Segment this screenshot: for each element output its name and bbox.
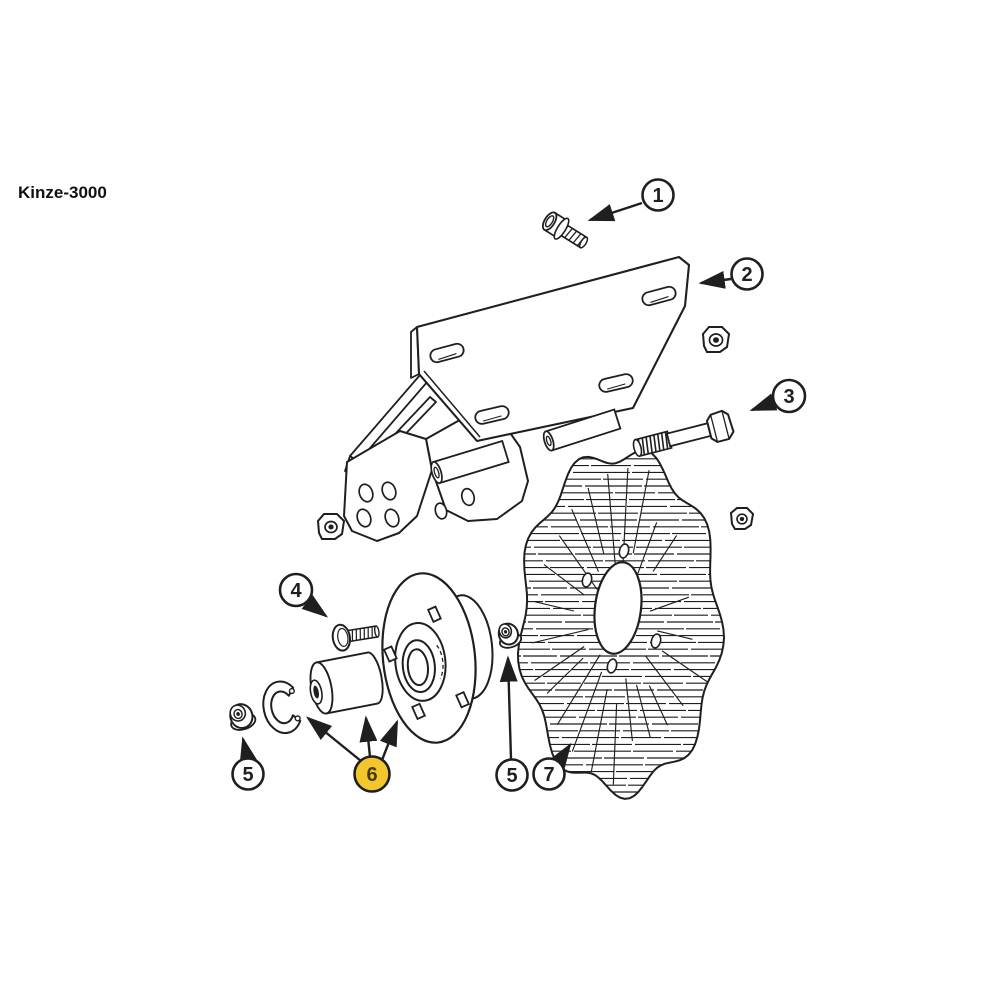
disc-radial-line bbox=[634, 522, 658, 583]
bushing bbox=[309, 651, 384, 715]
disc-radial-lines bbox=[531, 467, 709, 785]
disc-radial-line bbox=[607, 473, 617, 574]
disc-radial-line bbox=[648, 685, 669, 726]
callout-2-arrow bbox=[698, 270, 732, 289]
callout-5-right-circle bbox=[495, 758, 529, 792]
callout-5-right-label: 5 bbox=[506, 765, 517, 787]
disc-radial-line bbox=[534, 646, 585, 681]
callout-4: 4 bbox=[278, 572, 329, 618]
mounting-bracket-plate bbox=[410, 255, 691, 443]
callout-5-right-arrow bbox=[499, 655, 518, 760]
disc-radial-line bbox=[635, 684, 651, 738]
flange-nut-right bbox=[497, 622, 523, 649]
disc-radial-line bbox=[556, 654, 601, 725]
hub-assembly bbox=[381, 572, 494, 744]
disc-radial-line bbox=[632, 470, 650, 554]
disc-radial-line bbox=[645, 655, 684, 707]
callout-5-left-circle bbox=[231, 757, 265, 791]
hex-nut-arm bbox=[316, 513, 346, 540]
callout-2: 2 bbox=[698, 257, 764, 291]
callout-7: 7 bbox=[532, 742, 572, 791]
callout-6-arrow-hub bbox=[379, 719, 399, 761]
disc-radial-line bbox=[625, 678, 633, 742]
callout-6: 6 bbox=[305, 715, 399, 793]
hub-hidden-arc bbox=[436, 644, 444, 680]
arm-holes bbox=[356, 481, 476, 528]
bolt3-head bbox=[705, 409, 735, 443]
disc-bolt-holes bbox=[581, 543, 662, 674]
flange-nut-left bbox=[229, 703, 257, 731]
disc-radial-line bbox=[590, 688, 608, 773]
callout-3-arrow bbox=[749, 393, 778, 412]
callout-3-label: 3 bbox=[783, 386, 794, 408]
plate-face bbox=[415, 255, 691, 443]
carriage-bolt bbox=[331, 623, 380, 652]
callout-6-arrow-bushing bbox=[359, 715, 378, 758]
callouts: 1 2 3 4 5 bbox=[231, 178, 807, 793]
callout-1-arrow bbox=[587, 201, 643, 222]
long-hex-bolt bbox=[632, 409, 735, 458]
callout-4-label: 4 bbox=[290, 580, 302, 602]
callout-7-label: 7 bbox=[543, 764, 554, 786]
disc-radial-line bbox=[534, 601, 575, 612]
callout-1-label: 1 bbox=[652, 185, 663, 207]
hub-bore-inner bbox=[406, 648, 430, 687]
callout-3-circle bbox=[771, 378, 807, 414]
callout-4-circle bbox=[278, 572, 314, 608]
callout-5-right: 5 bbox=[495, 655, 529, 792]
callout-7-circle bbox=[532, 757, 566, 791]
disc-radial-line bbox=[661, 650, 709, 683]
bolt3-shank bbox=[665, 422, 712, 448]
callout-3: 3 bbox=[749, 378, 807, 414]
callout-6-circle bbox=[353, 755, 391, 793]
bushing-bore bbox=[313, 685, 319, 699]
plate-fold-line bbox=[423, 370, 481, 438]
callout-6-arrow-snap-ring bbox=[305, 716, 362, 762]
disc-radial-line bbox=[657, 630, 693, 640]
snap-ring bbox=[262, 680, 302, 735]
disc-radial-line bbox=[652, 535, 678, 572]
hex-nut-disc bbox=[729, 507, 755, 530]
disc-blade bbox=[517, 449, 725, 800]
disc-radial-line bbox=[531, 628, 589, 644]
spacer-tube-front bbox=[430, 439, 510, 485]
callout-5-left-arrow bbox=[239, 736, 258, 765]
disc-radial-line bbox=[571, 671, 603, 752]
callout-1: 1 bbox=[587, 178, 675, 222]
short-hex-bolt bbox=[541, 211, 589, 249]
diagram-title: Kinze-3000 bbox=[18, 183, 107, 202]
disc-radial-line bbox=[571, 508, 600, 572]
pivot-arm bbox=[343, 374, 529, 542]
callout-2-circle bbox=[730, 257, 764, 291]
disc-radial-line bbox=[587, 487, 605, 554]
hub-flange-slots bbox=[382, 605, 471, 721]
disc-radial-line bbox=[543, 564, 585, 596]
callout-6-label: 6 bbox=[366, 764, 377, 786]
disc-radial-line bbox=[612, 704, 618, 785]
spacer-tube-rear bbox=[542, 408, 622, 452]
callout-1-circle bbox=[641, 178, 675, 212]
disc-radial-line bbox=[649, 596, 689, 612]
callout-4-arrow bbox=[301, 594, 329, 618]
callout-5-left: 5 bbox=[231, 736, 265, 791]
callout-2-label: 2 bbox=[741, 264, 752, 286]
bolt4-head bbox=[331, 623, 352, 652]
callout-7-arrow bbox=[549, 742, 572, 770]
plate-slots bbox=[429, 285, 677, 425]
disc-radial-line bbox=[546, 657, 584, 694]
callout-5-left-label: 5 bbox=[242, 764, 253, 786]
hex-nut-upper bbox=[701, 326, 731, 353]
disc-center-hole bbox=[593, 561, 643, 655]
